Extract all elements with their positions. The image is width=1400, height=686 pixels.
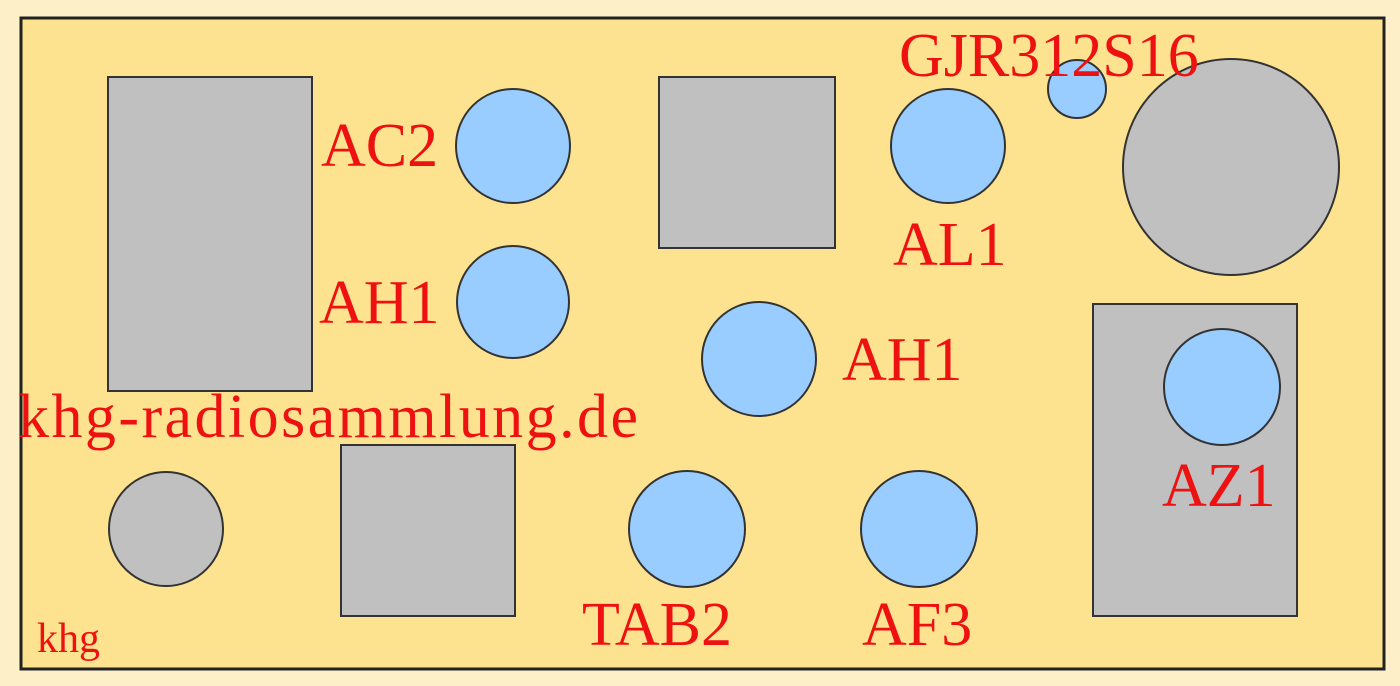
tube-tab2 <box>628 470 746 588</box>
label-ah1-left: AH1 <box>319 269 440 337</box>
label-az1: AZ1 <box>1162 452 1276 520</box>
label-gjr312s16: GJR312S16 <box>899 22 1199 90</box>
tube-az1 <box>1163 328 1281 446</box>
label-website: khg-radiosammlung.de <box>18 383 638 451</box>
gray-component-circle <box>108 471 224 587</box>
component-block-bottom <box>340 444 516 617</box>
tube-ac2 <box>455 88 571 204</box>
tube-af3 <box>860 470 978 588</box>
label-ah1-center: AH1 <box>842 326 963 394</box>
label-af3: AF3 <box>862 591 972 659</box>
label-khg: khg <box>37 616 100 662</box>
tube-al1 <box>890 88 1006 204</box>
tube-ah1-center <box>701 301 817 417</box>
label-ac2: AC2 <box>321 112 438 180</box>
rectifier-gjr312s16 <box>1047 59 1107 119</box>
label-tab2: TAB2 <box>582 591 732 659</box>
transformer-block <box>107 76 313 392</box>
tube-ah1-left <box>456 245 570 359</box>
label-al1: AL1 <box>893 211 1007 279</box>
component-block-top <box>658 76 836 249</box>
speaker-circle <box>1122 58 1340 276</box>
